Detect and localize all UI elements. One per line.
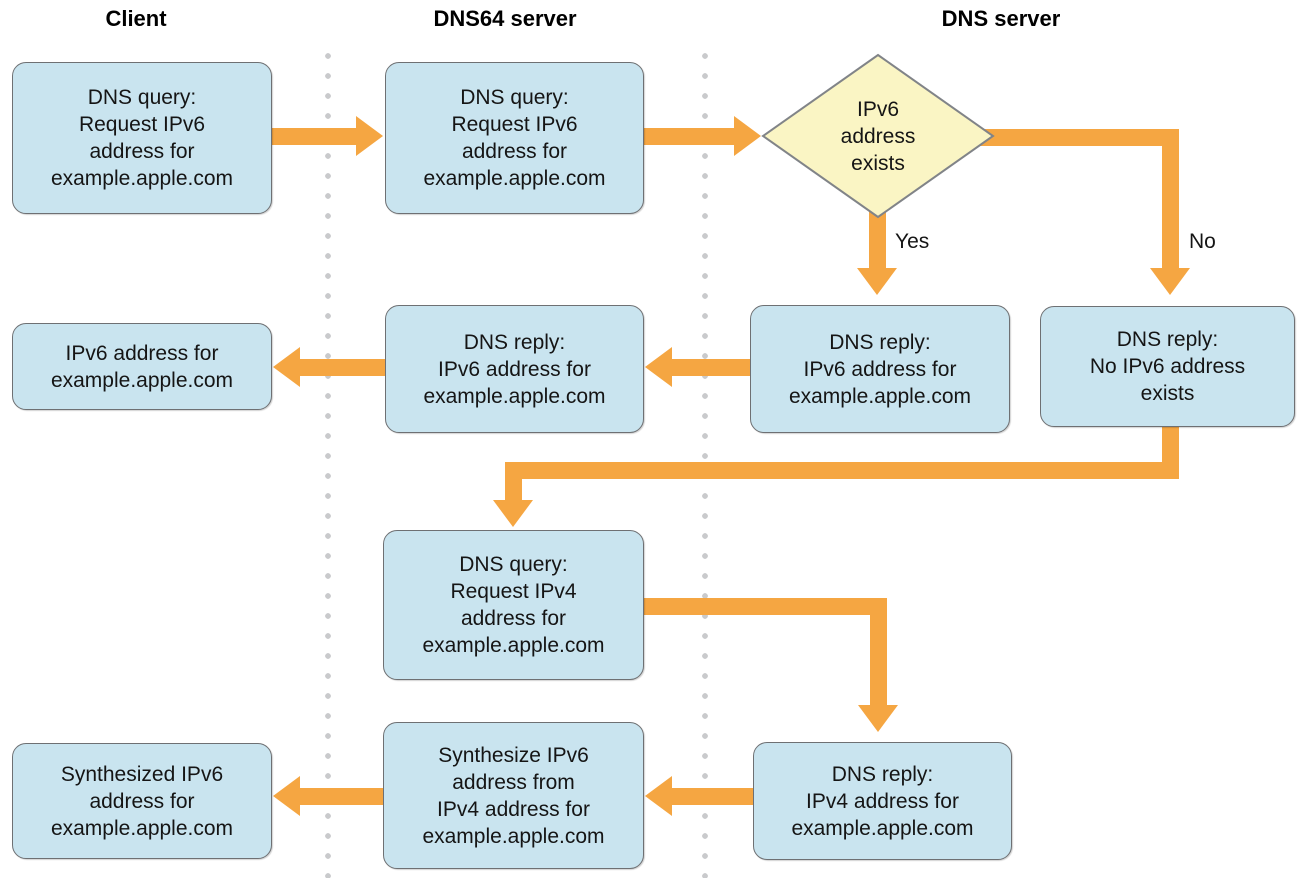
node-dns-query-ipv6-client: DNS query: Request IPv6 address for exam… [12,62,272,214]
arrow-dns64-to-dns-head [734,116,761,156]
arrow-ipv4-query-head [858,705,898,732]
arrow-no-to-ipv4-head [493,500,533,527]
node-dns-reply-ipv4-dns-server: DNS reply: IPv4 address for example.appl… [753,742,1012,860]
arrow-ipv4-reply-to-dns64-bar [672,788,755,805]
arrow-synth-to-client-head [273,776,300,816]
arrow-no-branch-head [1150,268,1190,295]
separator-client-dns64 [324,46,332,878]
arrow-reply-to-client-bar [300,359,386,376]
arrow-yes-branch-head [857,268,897,295]
decision-diamond-shape [761,53,995,219]
arrow-reply-to-dns64-head [645,347,672,387]
decision-text: IPv6 address exists [840,97,916,175]
node-ipv6-address-client: IPv6 address for example.apple.com [12,323,272,410]
arrow-ipv4-reply-to-dns64-head [645,776,672,816]
arrow-ipv4-query-vbar [870,598,887,706]
no-branch-label: No [1189,230,1216,253]
column-header-client: Client [105,6,167,31]
arrow-no-to-ipv4-stub [1162,425,1179,470]
node-synthesized-ipv6-client: Synthesized IPv6 address for example.app… [12,743,272,859]
arrow-no-branch-vbar [1162,129,1179,269]
arrow-no-branch-hbar [960,129,1179,146]
arrow-yes-branch-bar [869,212,886,269]
arrow-client-to-dns64-bar [270,128,358,145]
yes-branch-label: Yes [895,230,930,253]
node-dns-reply-no-ipv6: DNS reply: No IPv6 address exists [1040,306,1295,427]
arrow-ipv4-query-hbar [642,598,887,615]
arrow-no-to-ipv4-vbar [505,478,522,501]
column-header-dns64-server: DNS64 server [433,6,577,31]
arrow-dns64-to-dns-bar [642,128,735,145]
arrow-no-to-ipv4-hbar [505,462,1179,479]
node-dns-reply-ipv6-dns-server: DNS reply: IPv6 address for example.appl… [750,305,1010,433]
node-dns-reply-ipv6-dns64: DNS reply: IPv6 address for example.appl… [385,305,644,433]
arrow-reply-to-dns64-bar [672,359,752,376]
arrow-reply-to-client-head [273,347,300,387]
node-dns-query-ipv4-dns64: DNS query: Request IPv4 address for exam… [383,530,644,680]
column-header-dns-server: DNS server [941,6,1061,31]
arrow-client-to-dns64-head [356,116,383,156]
node-dns-query-ipv6-dns64: DNS query: Request IPv6 address for exam… [385,62,644,214]
decision-ipv6-address-exists: IPv6 address exists [760,52,996,220]
node-synthesize-ipv6-dns64: Synthesize IPv6 address from IPv4 addres… [383,722,644,869]
arrow-synth-to-client-bar [300,788,385,805]
